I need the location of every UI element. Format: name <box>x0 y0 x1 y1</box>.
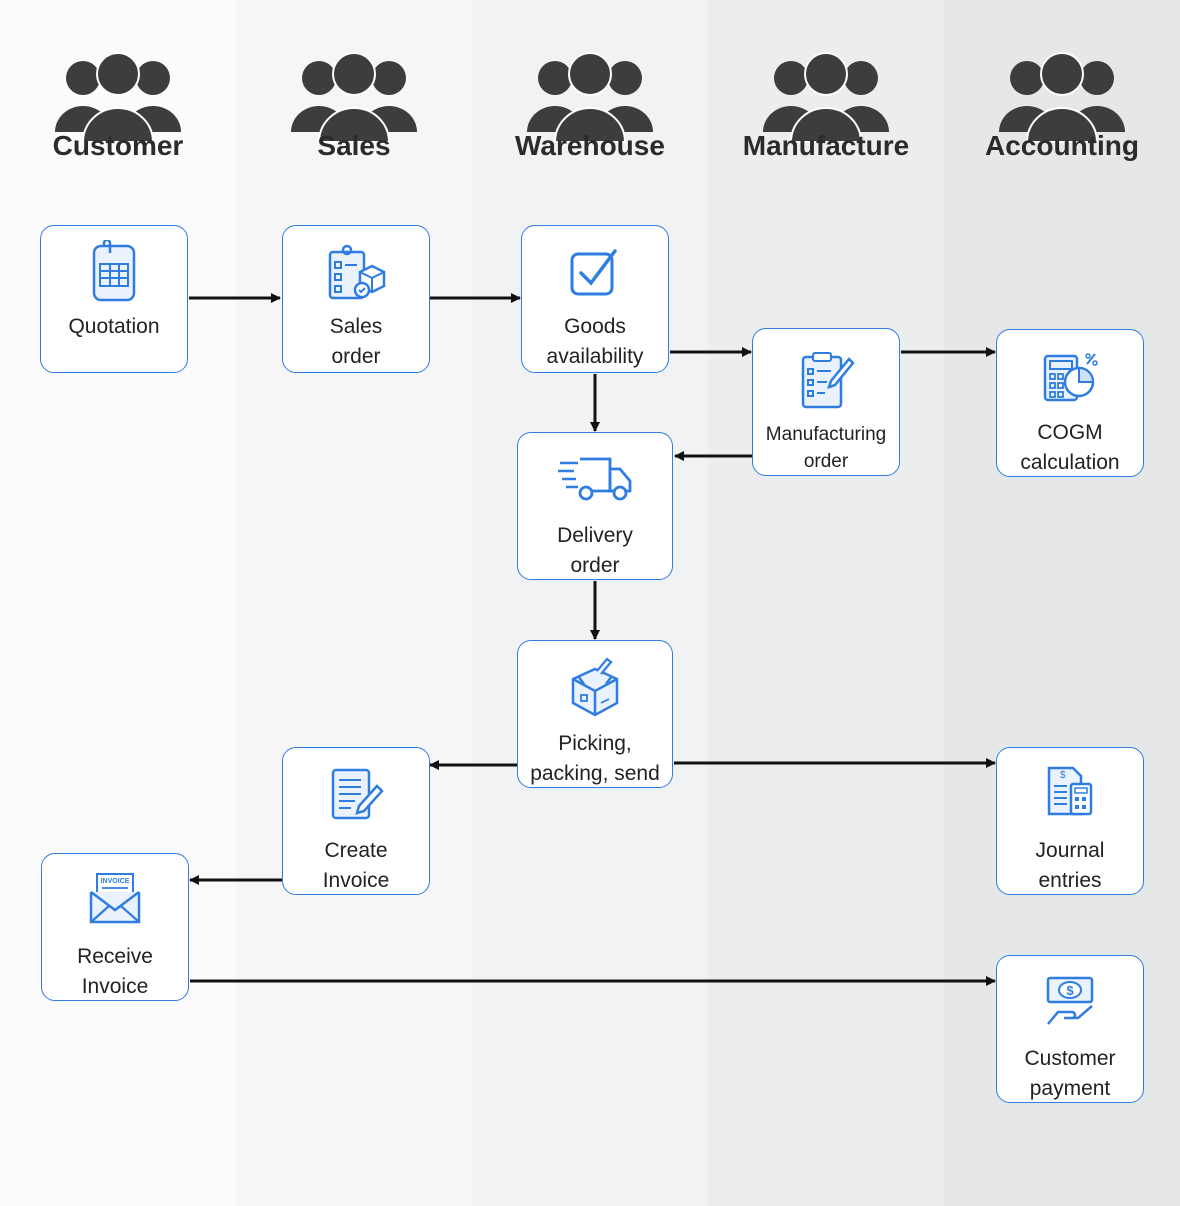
lane-warehouse: Warehouse <box>472 0 708 1206</box>
node-label: Create Invoice <box>283 836 429 896</box>
node-cogm-calculation[interactable]: COGM calculation <box>996 329 1144 477</box>
node-label-line2: packing, send <box>530 762 660 785</box>
people-group-icon <box>999 52 1125 143</box>
lane-manufacture: Manufacture <box>708 0 944 1206</box>
lane-title-warehouse: Warehouse <box>515 130 665 161</box>
lane-header <box>472 40 708 144</box>
invoice-calculator-icon: $ <box>1047 766 1093 816</box>
clipboard-pen-icon <box>801 352 855 409</box>
people-group-icon <box>291 52 417 143</box>
node-journal-entries[interactable]: $ Journal entries <box>996 747 1144 895</box>
node-label: Manufacturing order <box>753 421 899 475</box>
node-label-line2: Invoice <box>81 975 149 998</box>
node-label-line1: Goods <box>564 315 626 338</box>
node-label-line1: Sales <box>329 315 383 338</box>
calculator-chart-icon <box>1043 353 1098 402</box>
node-label: Customer payment <box>997 1044 1143 1104</box>
lane-header <box>0 40 236 144</box>
lane-sales: Sales <box>236 0 472 1206</box>
invoice-badge: INVOICE <box>101 878 130 885</box>
lane-title-customer: Customer <box>52 130 184 161</box>
lane-title-accounting: Accounting <box>985 130 1139 161</box>
node-label-line1: Quotation <box>68 315 160 338</box>
node-label-line1: Picking, <box>558 732 632 755</box>
node-quotation[interactable]: Quotation <box>40 225 188 373</box>
node-label-line1: Delivery <box>557 524 633 547</box>
node-receive-invoice[interactable]: INVOICE Receive Invoice <box>41 853 189 1001</box>
people-group-icon <box>763 52 889 143</box>
node-sales-order[interactable]: Sales order <box>282 225 430 373</box>
node-label-line1: Customer <box>1024 1047 1116 1070</box>
document-pen-icon <box>331 768 384 820</box>
node-label-line2: order <box>331 345 381 368</box>
node-label-line2: calculation <box>1020 451 1120 474</box>
node-label-line2: order <box>570 554 620 577</box>
lane-title-sales: Sales <box>317 130 391 161</box>
checklist-box-icon <box>328 244 386 300</box>
lane-header <box>944 40 1180 144</box>
node-create-invoice[interactable]: Create Invoice <box>282 747 430 895</box>
package-box-icon <box>571 657 619 717</box>
node-label-line2: payment <box>1029 1077 1111 1100</box>
lane-header <box>236 40 472 144</box>
checkbox-icon <box>570 249 617 296</box>
node-label-line1: COGM <box>1037 421 1103 444</box>
people-group-icon <box>527 52 653 143</box>
node-label-line1: Manufacturing <box>765 424 887 445</box>
node-label: Journal entries <box>997 836 1143 896</box>
svg-text:$: $ <box>1060 770 1066 781</box>
node-manufacturing-order[interactable]: Manufacturing order <box>752 328 900 476</box>
document-spreadsheet-icon <box>92 240 136 302</box>
node-label: Sales order <box>283 312 429 372</box>
node-picking-packing-send[interactable]: Picking, packing, send <box>517 640 673 788</box>
node-label: Quotation <box>41 312 187 342</box>
people-group-icon <box>55 52 181 143</box>
node-label-line1: Create <box>324 839 388 862</box>
node-customer-payment[interactable]: $ Customer payment <box>996 955 1144 1103</box>
node-label-line2: entries <box>1038 869 1102 892</box>
dollar-badge: $ <box>1066 983 1074 998</box>
node-label: Picking, packing, send <box>518 729 672 789</box>
node-label: COGM calculation <box>997 418 1143 478</box>
node-label-line1: Receive <box>77 945 153 968</box>
cash-hand-icon: $ <box>1046 976 1094 1025</box>
node-delivery-order[interactable]: Delivery order <box>517 432 673 580</box>
node-label-line2: order <box>803 451 849 472</box>
node-label-line1: Journal <box>1035 839 1105 862</box>
lane-customer: Customer <box>0 0 236 1206</box>
delivery-truck-icon <box>558 457 632 501</box>
lane-header <box>708 40 944 144</box>
node-label: Goods availability <box>522 312 668 372</box>
node-label-line2: availability <box>546 345 644 368</box>
node-goods-availability[interactable]: Goods availability <box>521 225 669 373</box>
node-label: Delivery order <box>518 521 672 581</box>
node-label: Receive Invoice <box>42 942 188 1002</box>
lane-title-manufacture: Manufacture <box>742 130 910 161</box>
node-label-line2: Invoice <box>322 869 390 892</box>
invoice-envelope-icon: INVOICE <box>89 873 141 924</box>
